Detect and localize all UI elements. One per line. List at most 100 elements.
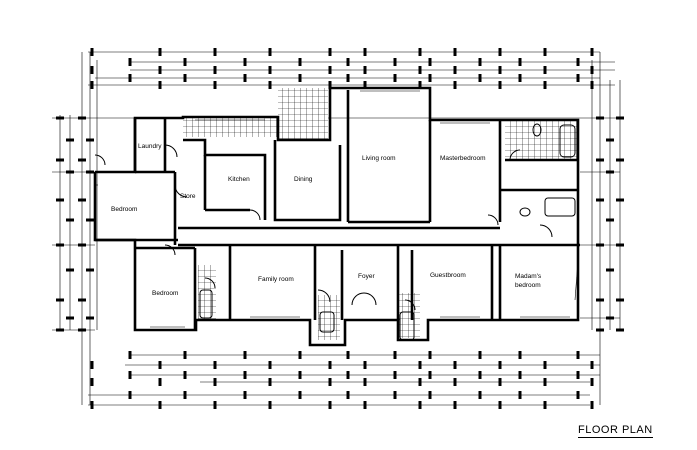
dimension-tick [543,361,547,369]
dimension-tick [576,74,580,82]
room-label-living: Living room [362,155,396,162]
dimension-tick [498,361,502,369]
dimension-tick [78,116,86,120]
bath-fixtures [199,123,576,341]
dimension-tick [363,48,367,56]
dimension-tick [498,378,502,386]
dimension-tick [363,361,367,369]
dimension-tick [66,316,74,320]
dimension-tick [268,81,272,89]
dimension-tick [298,58,302,66]
dimension-tick [298,351,302,359]
dimension-tick [268,401,272,409]
dimension-tick [393,58,397,66]
dimension-tick [606,268,614,272]
dimension-tick [428,58,432,66]
dimension-tick [478,58,482,66]
dimension-tick [453,401,457,409]
dimension-tick [158,361,162,369]
dimension-tick [596,298,604,302]
dimension-tick [418,378,422,386]
dimension-tick [590,81,594,89]
dimension-tick [268,48,272,56]
dimension-tick [78,198,86,202]
dimension-tick [90,81,94,89]
dimension-tick [86,218,94,222]
dimension-tick [90,401,94,409]
dimension-tick [78,328,86,332]
dimension-tick [518,74,522,82]
dimension-tick [158,401,162,409]
dimension-tick [128,74,132,82]
dimension-tick [56,116,64,120]
room-label-bedroom-2: Bedroom [152,290,178,297]
dimension-tick [298,391,302,399]
dimension-tick [590,48,594,56]
dimension-tick [616,328,624,332]
dimension-tick [596,116,604,120]
dimension-tick [56,328,64,332]
dimension-tick [268,378,272,386]
dimension-tick [213,81,217,89]
dimension-tick [418,401,422,409]
dimension-tick [328,66,332,74]
room-label-family: Family room [258,276,294,283]
dimension-tick [498,401,502,409]
dimension-tick [363,81,367,89]
dimension-tick [498,81,502,89]
dimension-tick [418,81,422,89]
dimension-tick [56,298,64,302]
dimension-tick [393,351,397,359]
dimension-tick [393,74,397,82]
dimension-tick [66,268,74,272]
dimension-tick [478,351,482,359]
dimension-tick [606,218,614,222]
dimension-tick [590,361,594,369]
dimension-tick [158,48,162,56]
dimension-tick [596,328,604,332]
dimension-tick [453,81,457,89]
dimension-tick [328,48,332,56]
dimension-tick [183,391,187,399]
dimension-tick [590,378,594,386]
dimension-tick [518,371,522,379]
dimension-tick [213,361,217,369]
dimension-tick [616,158,624,162]
dimension-tick [346,371,350,379]
dimension-tick [183,351,187,359]
dimension-tick [576,371,580,379]
dimension-tick [428,371,432,379]
dimension-tick [78,158,86,162]
dimension-tick [543,378,547,386]
dimension-tick [213,378,217,386]
dimension-tick [418,48,422,56]
room-label-store: Store [180,193,196,200]
dimension-tick [78,243,86,247]
dimension-tick [518,351,522,359]
dimension-lines [52,51,621,406]
dimension-tick [268,361,272,369]
dimension-tick [66,170,74,174]
dimension-tick [213,66,217,74]
dimension-tick [346,391,350,399]
dimension-tick [363,401,367,409]
dimension-tick [498,66,502,74]
dimension-tick [213,401,217,409]
dimension-tick [596,198,604,202]
dimension-tick [158,378,162,386]
dimension-tick [518,391,522,399]
dimension-tick [606,170,614,174]
dimension-tick [90,66,94,74]
dimension-tick [298,74,302,82]
dimension-tick [590,66,594,74]
room-label-madams-line1: Madam's [515,273,542,280]
dimension-tick [328,361,332,369]
dimension-tick [453,378,457,386]
dimension-tick [128,371,132,379]
dimension-tick [328,81,332,89]
dimension-tick [418,66,422,74]
dimension-tick [268,66,272,74]
dimension-tick [590,401,594,409]
dimension-tick [78,298,86,302]
dimension-tick [478,371,482,379]
